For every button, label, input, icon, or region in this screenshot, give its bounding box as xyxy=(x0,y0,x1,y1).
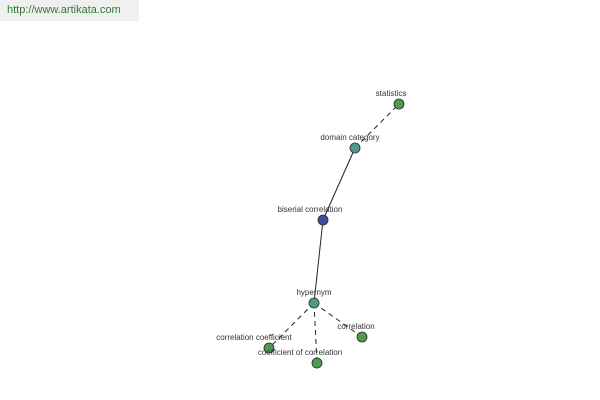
node-coefficient-of-correlation[interactable] xyxy=(311,357,323,369)
node-label-statistics[interactable]: statistics xyxy=(376,89,407,98)
edge-hypernym-to-coefficient-of-correlation xyxy=(313,302,318,364)
edge-hypernym-to-correlation xyxy=(313,302,363,338)
edge-hypernym-to-correlation-coefficient xyxy=(268,302,315,349)
node-label-hypernym[interactable]: hypernym xyxy=(296,288,331,297)
node-label-correlation-coefficient[interactable]: correlation coefficient xyxy=(216,333,292,342)
node-label-domain-category[interactable]: domain category xyxy=(320,133,379,142)
node-correlation[interactable] xyxy=(356,331,368,343)
node-label-correlation[interactable]: correlation xyxy=(337,322,374,331)
node-domain-category[interactable] xyxy=(349,142,361,154)
labels-layer: statistics domain category biserial correl… xyxy=(216,89,406,357)
node-hypernym[interactable] xyxy=(308,297,320,309)
node-biserial-correlation[interactable] xyxy=(317,214,329,226)
node-label-biserial-correlation[interactable]: biserial correlation xyxy=(278,205,343,214)
edge-domain-category-to-statistics xyxy=(354,103,400,149)
watermark-url: http://www.artikata.com xyxy=(0,0,139,21)
nodes-layer xyxy=(263,98,405,369)
node-statistics[interactable] xyxy=(393,98,405,110)
edges-layer xyxy=(268,103,400,364)
node-label-coefficient-of-correlation[interactable]: coefficient of correlation xyxy=(258,348,342,357)
node-correlation-coefficient[interactable] xyxy=(263,342,275,354)
edge-biserial-correlation-to-hypernym xyxy=(313,219,324,304)
edge-biserial-correlation-to-domain-category xyxy=(322,147,356,221)
